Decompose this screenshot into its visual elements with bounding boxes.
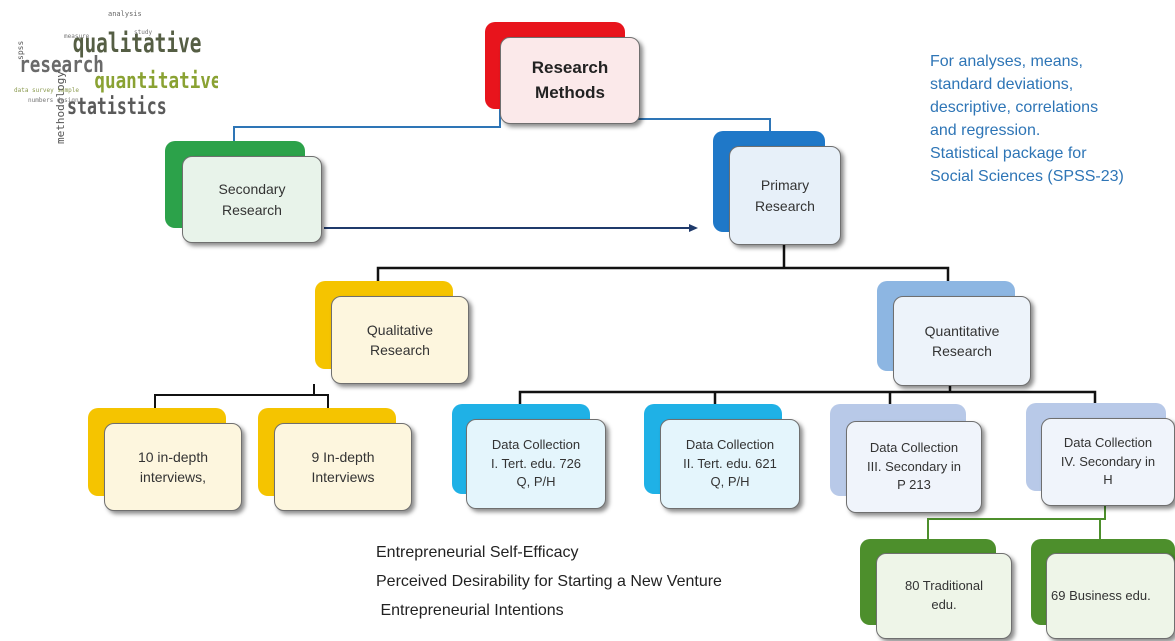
construct-intentions: Entrepreneurial Intentions bbox=[376, 602, 564, 619]
analysis-note: For analyses, means, standard deviations… bbox=[930, 53, 1124, 185]
construct-perceived-desirability: Perceived Desirability for Starting a Ne… bbox=[376, 573, 722, 590]
svg-text:quantitative: quantitative bbox=[94, 68, 218, 93]
construct-self-efficacy: Entrepreneurial Self-Efficacy bbox=[376, 544, 579, 561]
svg-text:study: study bbox=[134, 29, 152, 36]
svg-text:statistics: statistics bbox=[67, 92, 167, 120]
connector-primary-split bbox=[376, 243, 950, 284]
svg-text:qualitative: qualitative bbox=[73, 27, 202, 59]
arrow-head bbox=[689, 224, 698, 232]
svg-text:numbers design: numbers design bbox=[28, 97, 79, 104]
constructs-list: Entrepreneurial Self-Efficacy Perceived … bbox=[376, 538, 722, 625]
svg-text:analysis: analysis bbox=[108, 10, 142, 18]
svg-text:research: research bbox=[19, 52, 104, 77]
svg-text:data survey sample: data survey sample bbox=[14, 87, 79, 94]
connector-qualitative-split bbox=[154, 384, 329, 411]
connector-h-split bbox=[927, 505, 1106, 541]
svg-text:measure: measure bbox=[64, 33, 90, 40]
connector-quantitative-split bbox=[518, 386, 1097, 406]
word-cloud-image: analysis spss qualitative research quant… bbox=[14, 10, 218, 144]
svg-text:spss: spss bbox=[16, 41, 25, 60]
connector-root-right bbox=[619, 107, 771, 134]
svg-text:methodology: methodology bbox=[54, 71, 67, 144]
